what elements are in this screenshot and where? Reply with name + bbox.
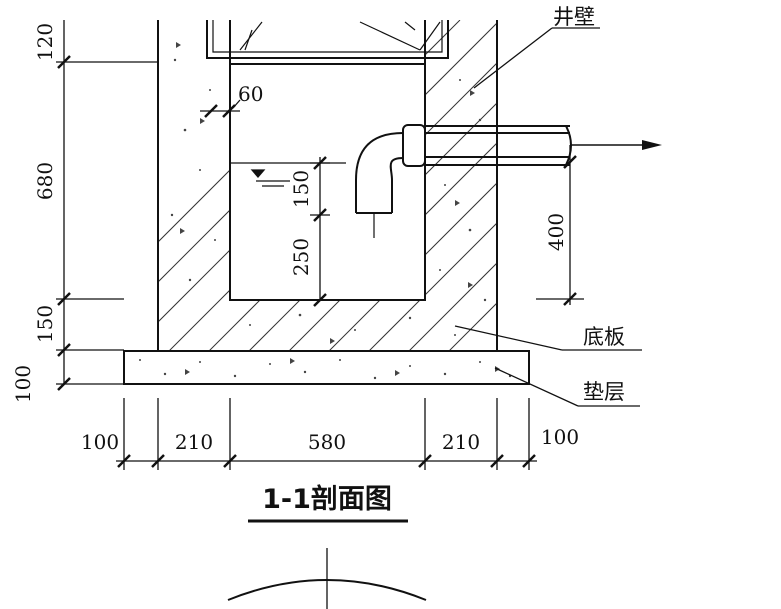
flow-arrow bbox=[570, 140, 662, 150]
dim-100: 100 bbox=[11, 365, 35, 403]
cushion-layer bbox=[123, 350, 530, 385]
dim-400: 400 bbox=[544, 213, 568, 251]
cover-frame bbox=[206, 20, 449, 65]
label-base-slab: 底板 bbox=[583, 325, 625, 349]
wall-hatch bbox=[158, 20, 497, 351]
dim-680: 680 bbox=[33, 162, 57, 200]
cushion-specks bbox=[139, 358, 512, 380]
dim-150: 150 bbox=[33, 305, 57, 343]
left-dimension bbox=[56, 20, 158, 391]
dim-bottom-100-right: 100 bbox=[541, 425, 579, 449]
water-dimension bbox=[310, 156, 330, 307]
bottom-dimension bbox=[116, 398, 537, 470]
dim-bottom-210-right: 210 bbox=[442, 430, 480, 454]
thickness-dimension bbox=[200, 99, 241, 118]
dim-60: 60 bbox=[238, 82, 263, 106]
dim-120: 120 bbox=[33, 23, 57, 61]
dim-250: 250 bbox=[289, 238, 313, 276]
dim-bottom-580: 580 bbox=[308, 430, 346, 454]
label-cushion: 垫层 bbox=[583, 380, 625, 404]
wall-specks bbox=[170, 42, 487, 344]
well-wall bbox=[157, 20, 498, 352]
section-title: 1-1剖面图 bbox=[262, 483, 392, 515]
dim-bottom-210-left: 210 bbox=[175, 430, 213, 454]
dim-bottom-100-left: 100 bbox=[81, 430, 119, 454]
leader-lines bbox=[454, 27, 642, 407]
outlet-dimension bbox=[536, 145, 584, 306]
plan-view-arc bbox=[227, 548, 427, 609]
label-well-wall: 井壁 bbox=[553, 5, 595, 29]
outlet-pipe bbox=[355, 124, 572, 238]
dim-150-water: 150 bbox=[289, 170, 313, 208]
water-level bbox=[230, 162, 346, 187]
